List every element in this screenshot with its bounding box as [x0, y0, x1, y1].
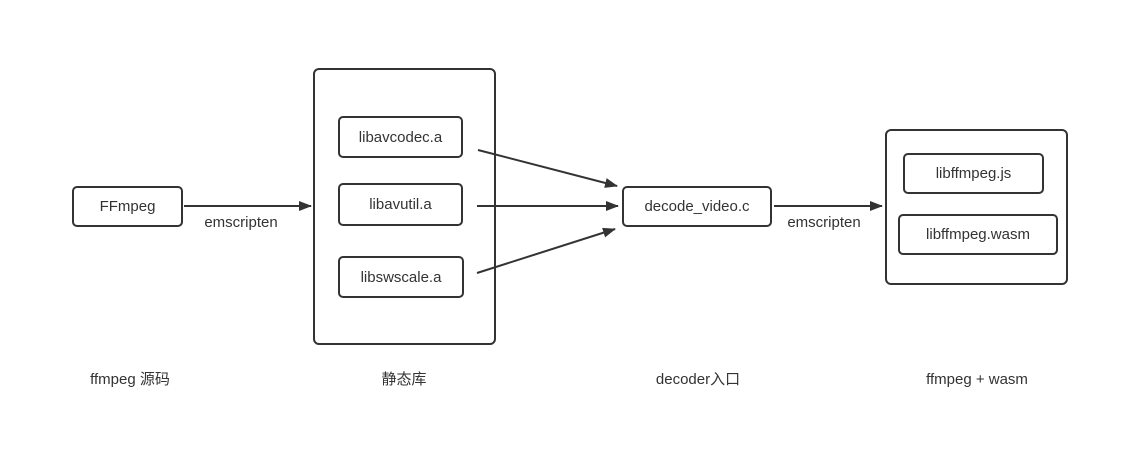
- caption-ffmpeg-wasm: ffmpeg + wasm: [926, 371, 1028, 388]
- caption-static-lib: 静态库: [381, 371, 427, 388]
- edge-libswscale-to-decode: [476, 227, 616, 274]
- group-wasm-output: [885, 129, 1068, 285]
- edge-libavcodec-to-decode: [477, 149, 618, 188]
- node-decode-video: decode_video.c: [622, 186, 772, 227]
- edge-label-emscripten-2: emscripten: [787, 214, 861, 231]
- caption-decoder-entry: decoder入口: [655, 371, 741, 388]
- node-libffmpeg-wasm: libffmpeg.wasm: [898, 214, 1058, 255]
- node-libswscale: libswscale.a: [338, 256, 464, 298]
- node-ffmpeg: FFmpeg: [72, 186, 183, 227]
- node-libavutil: libavutil.a: [338, 183, 463, 226]
- node-libffmpeg-js: libffmpeg.js: [903, 153, 1044, 194]
- edge-label-emscripten-1: emscripten: [204, 214, 278, 231]
- node-libavcodec: libavcodec.a: [338, 116, 463, 158]
- caption-ffmpeg-source: ffmpeg 源码: [90, 371, 170, 388]
